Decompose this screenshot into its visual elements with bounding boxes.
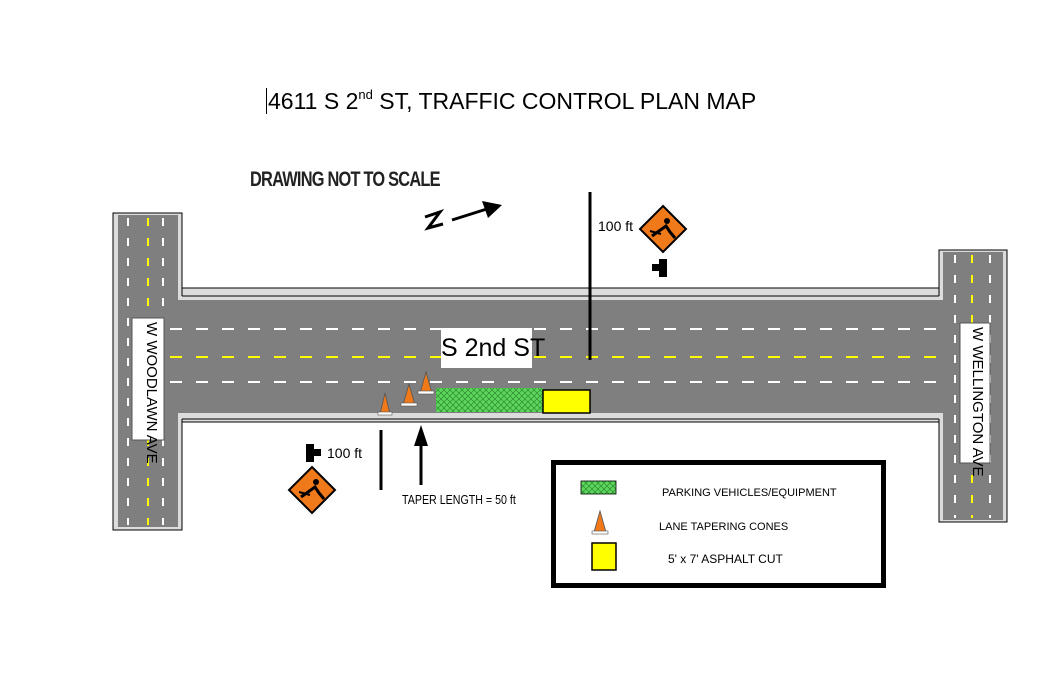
traffic-cone-icon xyxy=(591,509,609,535)
legend: PARKING VEHICLES/EQUIPMENT LANE TAPERING… xyxy=(551,460,886,588)
taper-length-label: TAPER LENGTH = 50 ft xyxy=(402,492,516,507)
right-street-lane-markings xyxy=(954,255,991,518)
sign-post-icon xyxy=(306,444,321,462)
legend-parking-swatch xyxy=(580,480,617,495)
legend-cones-label: LANE TAPERING CONES xyxy=(659,521,789,533)
street-label-s-2nd-st: S 2nd ST xyxy=(441,328,545,368)
legend-parking-label: PARKING VEHICLES/EQUIPMENT xyxy=(662,487,837,499)
page-title: 4611 S 2nd ST, TRAFFIC CONTROL PLAN MAP xyxy=(266,87,757,114)
parking-area xyxy=(436,388,543,412)
street-label-woodlawn: W WOODLAWN AVE xyxy=(134,320,162,464)
legend-asphalt-swatch xyxy=(591,542,617,571)
workers-ahead-sign-icon xyxy=(638,204,688,254)
bottom-distance-label: 100 ft xyxy=(327,445,363,461)
north-arrow-icon xyxy=(424,201,502,231)
sign-post-icon xyxy=(652,259,667,277)
workers-ahead-sign-icon xyxy=(287,465,337,515)
traffic-cone-icon xyxy=(400,382,418,407)
taper-arrow xyxy=(414,425,428,485)
traffic-cone-icon xyxy=(417,370,435,395)
top-distance-label: 100 ft xyxy=(598,218,634,234)
street-label-wellington: W WELLINGTON AVE xyxy=(962,325,988,476)
asphalt-cut xyxy=(542,389,591,414)
traffic-cone-icon xyxy=(377,392,393,416)
legend-asphalt-label: 5' x 7' ASPHALT CUT xyxy=(668,552,783,566)
scale-note: DRAWING NOT TO SCALE xyxy=(250,168,441,191)
